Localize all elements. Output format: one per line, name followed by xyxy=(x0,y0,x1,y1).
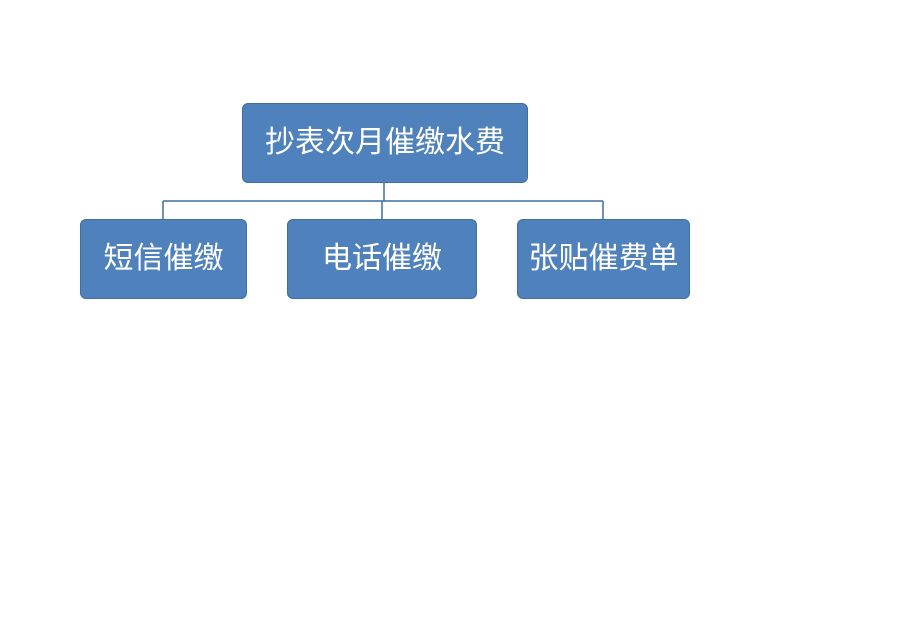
child-node-phone-label: 电话催缴 xyxy=(322,241,442,276)
child-node-sms-label: 短信催缴 xyxy=(103,241,224,276)
child-node-notice: 张贴催费单 xyxy=(517,219,690,299)
root-node: 抄表次月催缴水费 xyxy=(242,103,528,183)
child-node-sms: 短信催缴 xyxy=(80,219,247,299)
root-node-label: 抄表次月催缴水费 xyxy=(265,125,505,160)
child-node-notice-label: 张贴催费单 xyxy=(528,241,679,276)
child-node-phone: 电话催缴 xyxy=(287,219,477,299)
